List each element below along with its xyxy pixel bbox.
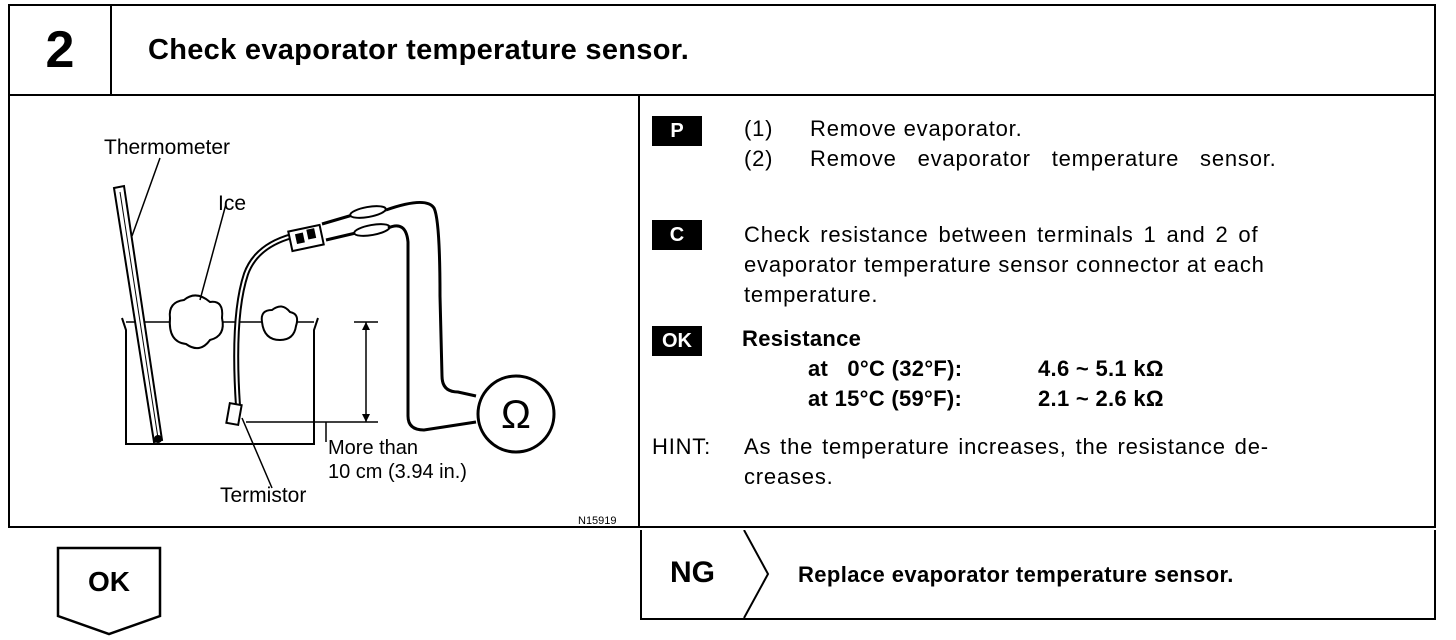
check-line-2: evaporator temperature sensor connector … (744, 252, 1265, 277)
ice-cube-2 (260, 305, 299, 342)
step-number: 2 (10, 6, 112, 94)
ohmmeter (476, 374, 556, 454)
water-container (121, 317, 319, 445)
ng-chevron-icon (743, 530, 770, 618)
hint-line-2: creases. (744, 464, 834, 489)
procedure-panel: P (1) Remove evaporator. (2) Remove evap… (640, 96, 1436, 528)
check-tag: C (652, 220, 702, 250)
spec-value-1: 4.6 ~ 5.1 kΩ (1038, 356, 1164, 381)
prep-step-1-num: (1) (744, 116, 774, 141)
meter-wire-2 (387, 224, 477, 432)
check-line-3: temperature. (744, 282, 879, 307)
prep-step-1-text: Remove evaporator. (810, 116, 1023, 141)
thermistor-sensor (225, 401, 243, 427)
check-line-1: Check resistance between terminals 1 and… (744, 222, 1259, 247)
ng-result-box: NG Replace evaporator temperature sensor… (640, 530, 1436, 620)
ok-result-label: OK (88, 566, 130, 597)
sensor-test-illustration: Ω Thermometer Ice More than 10 cm (3.94 … (104, 136, 617, 527)
hint-line-1: As the temperature increases, the resist… (744, 434, 1269, 459)
ice-cube-1 (168, 294, 224, 350)
sensor-connector (287, 223, 325, 253)
depth-label-line2: 10 cm (3.94 in.) (328, 461, 467, 483)
spec-value-2: 2.1 ~ 2.6 kΩ (1038, 386, 1164, 411)
prep-step-2-text: Remove evaporator temperature sensor. (810, 146, 1277, 171)
step-title: Check evaporator temperature sensor. (148, 34, 690, 66)
ok-spec-tag: OK (652, 326, 702, 356)
meter-wire-1 (385, 201, 477, 398)
ok-result-arrow (56, 546, 162, 636)
termistor-leader (241, 417, 273, 489)
ng-action-text: Replace evaporator temperature sensor. (798, 562, 1234, 587)
ohm-symbol: Ω (501, 393, 531, 437)
prep-step-2-num: (2) (744, 146, 774, 171)
spec-condition-2: at 15°C (59°F): (808, 386, 963, 411)
prep-tag: P (652, 116, 702, 146)
figure-id: N15919 (578, 515, 617, 526)
ng-result-label: NG (670, 556, 715, 589)
depth-label-line1: More than (328, 437, 418, 459)
thermometer-leader (131, 157, 161, 237)
ice-leader (199, 203, 227, 301)
termistor-label: Termistor (220, 484, 306, 507)
hint-label: HINT: (652, 434, 711, 459)
spec-condition-1: at 0°C (32°F): (808, 356, 963, 381)
diagram-panel: Ω Thermometer Ice More than 10 cm (3.94 … (8, 96, 640, 528)
ice-label: Ice (218, 192, 246, 215)
thermometer-label: Thermometer (104, 136, 230, 159)
spec-heading: Resistance (742, 326, 862, 351)
thermometer (112, 184, 164, 444)
step-header: 2 Check evaporator temperature sensor. (8, 4, 1436, 96)
